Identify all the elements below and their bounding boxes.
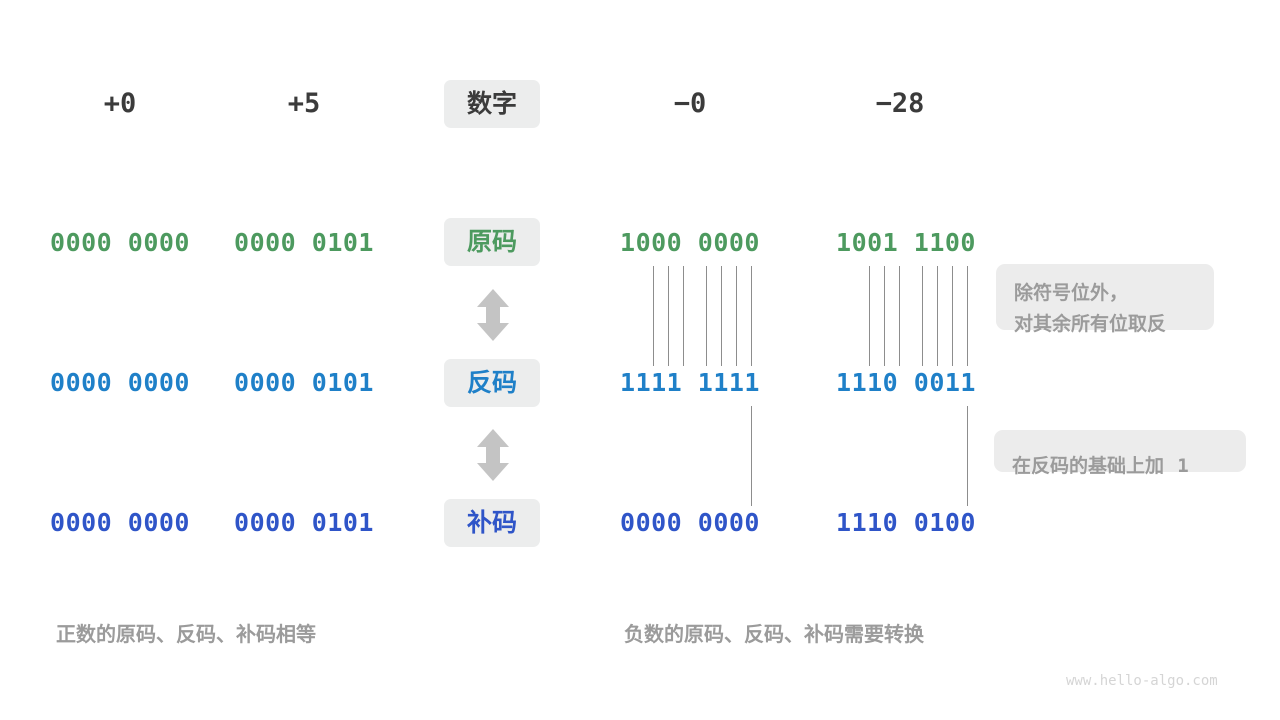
bit-connector-line [952,266,953,366]
column-header-minus-28: −28 [875,88,925,119]
twos-complement-minus-zero: 0000 0000 [620,508,760,537]
bit-connector-line [751,266,752,366]
caption-negative: 负数的原码、反码、补码需要转换 [624,622,924,646]
carry-connector-line [751,406,752,506]
column-header-minus-zero: −0 [673,88,707,119]
note-add-one: 在反码的基础上加 1 [994,430,1246,476]
bit-connector-line [736,266,737,366]
note-invert-bits: 除符号位外， 对其余所有位取反 [996,264,1214,335]
bit-connector-line [922,266,923,366]
twos-complement-plus-five: 0000 0101 [234,508,374,537]
twos-complement-minus-28: 1110 0100 [836,508,976,537]
bit-connector-line [653,266,654,366]
sign-magnitude-minus-28: 1001 1100 [836,228,976,257]
row-label-twos-complement: 补码 [444,499,540,547]
note-add-one-text: 在反码的基础上加 [1012,455,1165,477]
ones-complement-minus-zero: 1111 1111 [620,368,760,397]
bit-connector-line [899,266,900,366]
bit-connector-line [869,266,870,366]
ones-complement-plus-zero: 0000 0000 [50,368,190,397]
column-header-plus-five: +5 [287,88,321,119]
row-label-sign-magnitude: 原码 [444,218,540,266]
ones-complement-plus-five: 0000 0101 [234,368,374,397]
sign-magnitude-plus-zero: 0000 0000 [50,228,190,257]
sign-magnitude-plus-five: 0000 0101 [234,228,374,257]
note-add-one-value: 1 [1177,455,1189,477]
row-label-ones-complement: 反码 [444,359,540,407]
bit-connector-line [721,266,722,366]
bit-connector-line [706,266,707,366]
bit-connector-line [937,266,938,366]
row-label-number: 数字 [444,80,540,128]
caption-positive: 正数的原码、反码、补码相等 [56,622,316,646]
bit-connector-line [668,266,669,366]
double-arrow-vertical-icon-sign-to-ones [472,288,514,346]
bit-connector-line [967,266,968,366]
ones-complement-minus-28: 1110 0011 [836,368,976,397]
twos-complement-plus-zero: 0000 0000 [50,508,190,537]
bit-connector-line [683,266,684,366]
watermark: www.hello-algo.com [1066,673,1218,689]
bit-connector-line [884,266,885,366]
column-header-plus-zero: +0 [103,88,137,119]
carry-connector-line [967,406,968,506]
double-arrow-vertical-icon-ones-to-twos [472,428,514,486]
sign-magnitude-minus-zero: 1000 0000 [620,228,760,257]
